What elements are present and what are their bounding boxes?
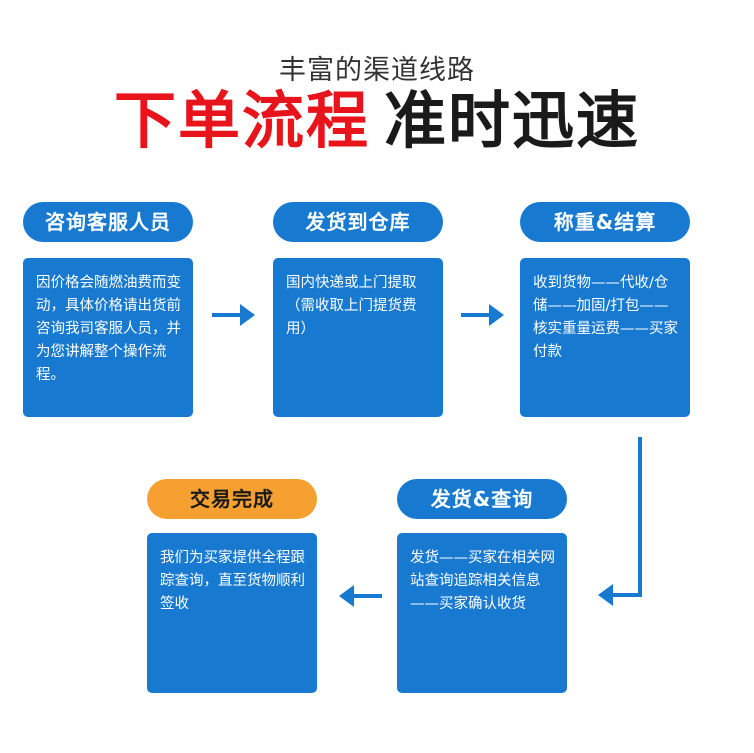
arrow-2-to-3 xyxy=(461,304,504,326)
headline-red: 下单流程 xyxy=(113,84,370,157)
step-4-title: 发货&查询 xyxy=(397,479,567,519)
arrow-1-to-2 xyxy=(212,304,255,326)
step-4-card: 发货——买家在相关网站查询追踪相关信息——买家确认收货 xyxy=(397,533,567,693)
headline: 下单流程准时迅速 xyxy=(0,84,754,158)
headline-dark: 准时迅速 xyxy=(384,84,641,157)
step-2-title: 发货到仓库 xyxy=(273,202,443,242)
arrow-4-to-5 xyxy=(339,585,382,607)
step-3-card: 收到货物——代收/仓储——加固/打包——核实重量运费——买家付款 xyxy=(520,258,690,417)
step-5-title: 交易完成 xyxy=(147,479,317,519)
subtitle: 丰富的渠道线路 xyxy=(279,55,475,86)
step-1-card: 因价格会随燃油费而变动，具体价格请出货前咨询我司客服人员，并为您讲解整个操作流程… xyxy=(23,258,193,417)
arrow-3-to-4 xyxy=(598,437,642,606)
step-3-title: 称重&结算 xyxy=(520,202,690,242)
step-1-title: 咨询客服人员 xyxy=(23,202,193,242)
step-5-card: 我们为买家提供全程跟踪查询，直至货物顺利签收 xyxy=(147,533,317,693)
step-2-card: 国内快递或上门提取（需收取上门提货费用） xyxy=(273,258,443,417)
